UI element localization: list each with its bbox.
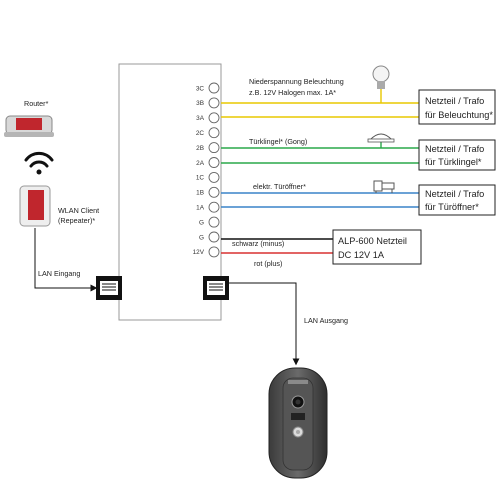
terminal-label: 1A: [196, 205, 205, 212]
opener-box-line1: Netzteil / Trafo: [425, 189, 484, 199]
wlan-label-line1: WLAN Client: [58, 206, 99, 215]
lighting-wires: [221, 88, 419, 118]
opener-wires: [221, 192, 419, 208]
light-bulb-icon: [372, 65, 390, 89]
terminal-screw: [208, 112, 220, 124]
terminal-screw: [208, 216, 220, 228]
psu-box-line2: DC 12V 1A: [338, 250, 385, 260]
opener-transformer-box: Netzteil / Trafo für Türöffner*: [418, 184, 496, 216]
wire-black-label: schwarz (minus): [232, 239, 284, 248]
terminal-label: G: [199, 234, 204, 241]
lan-output-cable: [229, 282, 300, 366]
camera-brand-strip: [288, 380, 308, 384]
router-base: [4, 132, 54, 137]
lighting-box-line1: Netzteil / Trafo: [425, 96, 484, 106]
lan-input-cable: [34, 228, 98, 292]
bell-box-line1: Netzteil / Trafo: [425, 144, 484, 154]
terminal-screw: [208, 201, 220, 213]
terminal-label: 2B: [196, 145, 204, 152]
bell-transformer-box: Netzteil / Trafo für Türklingel*: [418, 139, 496, 171]
terminal-strip: 3C 3B 3A 2C 2B 2A 1C 1B 1A G G 12V: [193, 82, 220, 258]
terminal-label: G: [199, 219, 204, 226]
terminal-label: 12V: [193, 249, 205, 256]
terminal-label: 2C: [196, 130, 205, 137]
terminal-screw: [208, 231, 220, 243]
door-opener-icon: [373, 180, 395, 193]
terminal-label: 3B: [196, 100, 204, 107]
router-red-stripe: [16, 118, 42, 130]
wlan-repeater-device: [19, 185, 51, 227]
low-voltage-label-line2: z.B. 12V Halogen max. 1A*: [249, 88, 336, 97]
camera-sensor: [291, 413, 305, 420]
doorbell-icon: [367, 133, 395, 143]
terminal-screw: [208, 171, 220, 183]
door-opener-label: elektr. Türöffner*: [253, 182, 306, 191]
terminal-screw: [208, 97, 220, 109]
bell-box-line2: für Türklingel*: [425, 157, 482, 167]
terminal-screw: [208, 186, 220, 198]
terminal-label: 1C: [196, 175, 205, 182]
terminal-screw: [208, 82, 220, 94]
psu-box-line1: ALP-600 Netzteil: [338, 236, 407, 246]
opener-box-line2: für Türöffner*: [425, 202, 479, 212]
lan-output-label: LAN Ausgang: [304, 316, 348, 325]
lan-input-label: LAN Eingang: [38, 269, 80, 278]
lighting-transformer-box: Netzteil / Trafo für Beleuchtung*: [418, 89, 496, 125]
lighting-box-line2: für Beleuchtung*: [425, 110, 493, 120]
wlan-label-line2: (Repeater)*: [58, 216, 95, 225]
low-voltage-label-line1: Niederspannung Beleuchtung: [249, 77, 344, 86]
psu-box: ALP-600 Netzteil DC 12V 1A: [332, 229, 422, 265]
terminal-label: 3C: [196, 85, 205, 92]
terminal-label: 1B: [196, 190, 204, 197]
router-label: Router*: [24, 99, 49, 108]
terminal-screw: [208, 127, 220, 139]
terminal-screw: [208, 142, 220, 154]
rj45-port-right: [203, 276, 229, 300]
terminal-screw: [208, 246, 220, 258]
terminal-label: 2A: [196, 160, 205, 167]
wifi-icon: [24, 151, 54, 175]
terminal-screw: [208, 157, 220, 168]
doorbell-label: Türklingel* (Gong): [249, 137, 307, 146]
router-device: [4, 115, 54, 137]
wire-red-label: rot (plus): [254, 259, 282, 268]
repeater-red-panel: [28, 190, 44, 220]
rj45-port-left: [96, 276, 122, 300]
door-station-camera: [268, 367, 328, 479]
terminal-label: 3A: [196, 115, 205, 122]
